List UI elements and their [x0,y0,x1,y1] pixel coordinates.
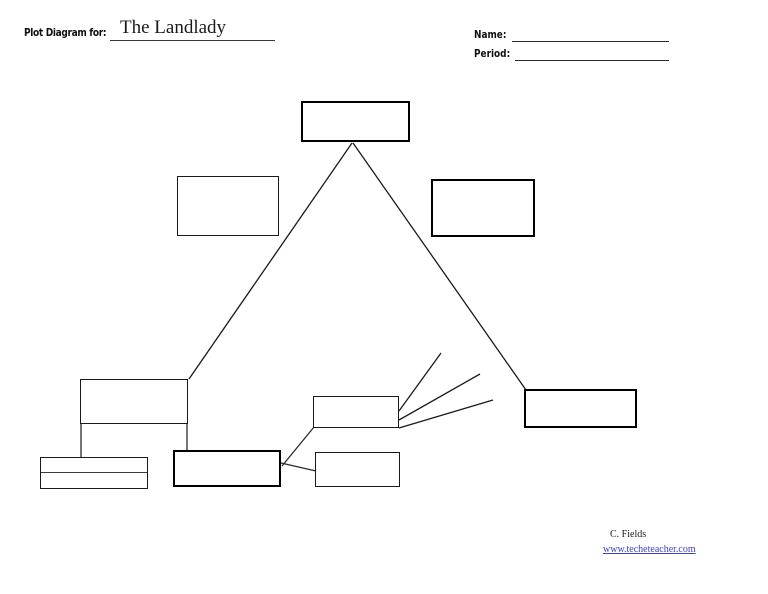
setting-box[interactable] [40,457,148,489]
exposition-box[interactable] [80,379,188,424]
credit-website-link[interactable]: www.techeteacher.com [603,544,696,555]
title-underline [110,40,275,41]
name-label: Name: [474,29,507,41]
conflict-ray-upper-line [398,352,442,412]
period-input-line[interactable] [515,60,669,61]
characters-to-conflict-line [281,426,315,467]
conflict-ray-middle-line [398,373,481,421]
climax-box[interactable] [301,101,410,142]
name-input-line[interactable] [512,41,669,42]
conflict-ray-lower-line [398,399,494,429]
worksheet-title-label: Plot Diagram for: [24,26,107,39]
credit-author: C. Fields [610,529,647,540]
setting-box-divider [41,472,147,473]
falling-action-box[interactable] [431,179,535,237]
problem-box[interactable] [315,452,400,487]
characters-to-problem-line [280,462,317,472]
conflict-box[interactable] [313,396,399,428]
story-title-field[interactable]: The Landlady [120,17,227,38]
rising-action-box[interactable] [177,176,279,236]
characters-box[interactable] [173,450,281,487]
resolution-box[interactable] [524,389,637,428]
period-label: Period: [474,48,511,60]
